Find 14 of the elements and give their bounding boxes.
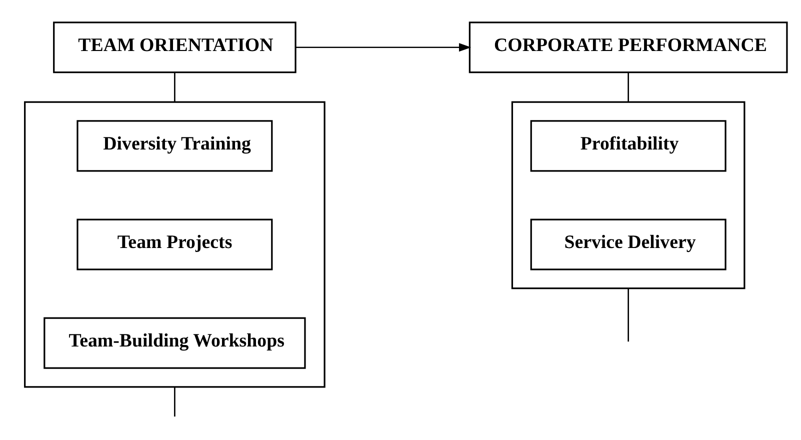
cluster <box>511 101 746 290</box>
node-box: Team Projects <box>76 218 273 270</box>
connector <box>628 288 629 342</box>
connector <box>174 72 176 102</box>
node-box: Service Delivery <box>530 218 726 270</box>
node-box: Profitability <box>530 120 726 172</box>
cluster <box>24 101 326 388</box>
arrow <box>296 43 472 52</box>
node-box: CORPORATE PERFORMANCE <box>468 22 788 74</box>
node-box: TEAM ORIENTATION <box>53 22 296 74</box>
node-box: Diversity Training <box>76 120 273 172</box>
connector <box>628 72 629 102</box>
node-box: Team-Building Workshops <box>44 317 306 369</box>
connector <box>174 386 176 417</box>
